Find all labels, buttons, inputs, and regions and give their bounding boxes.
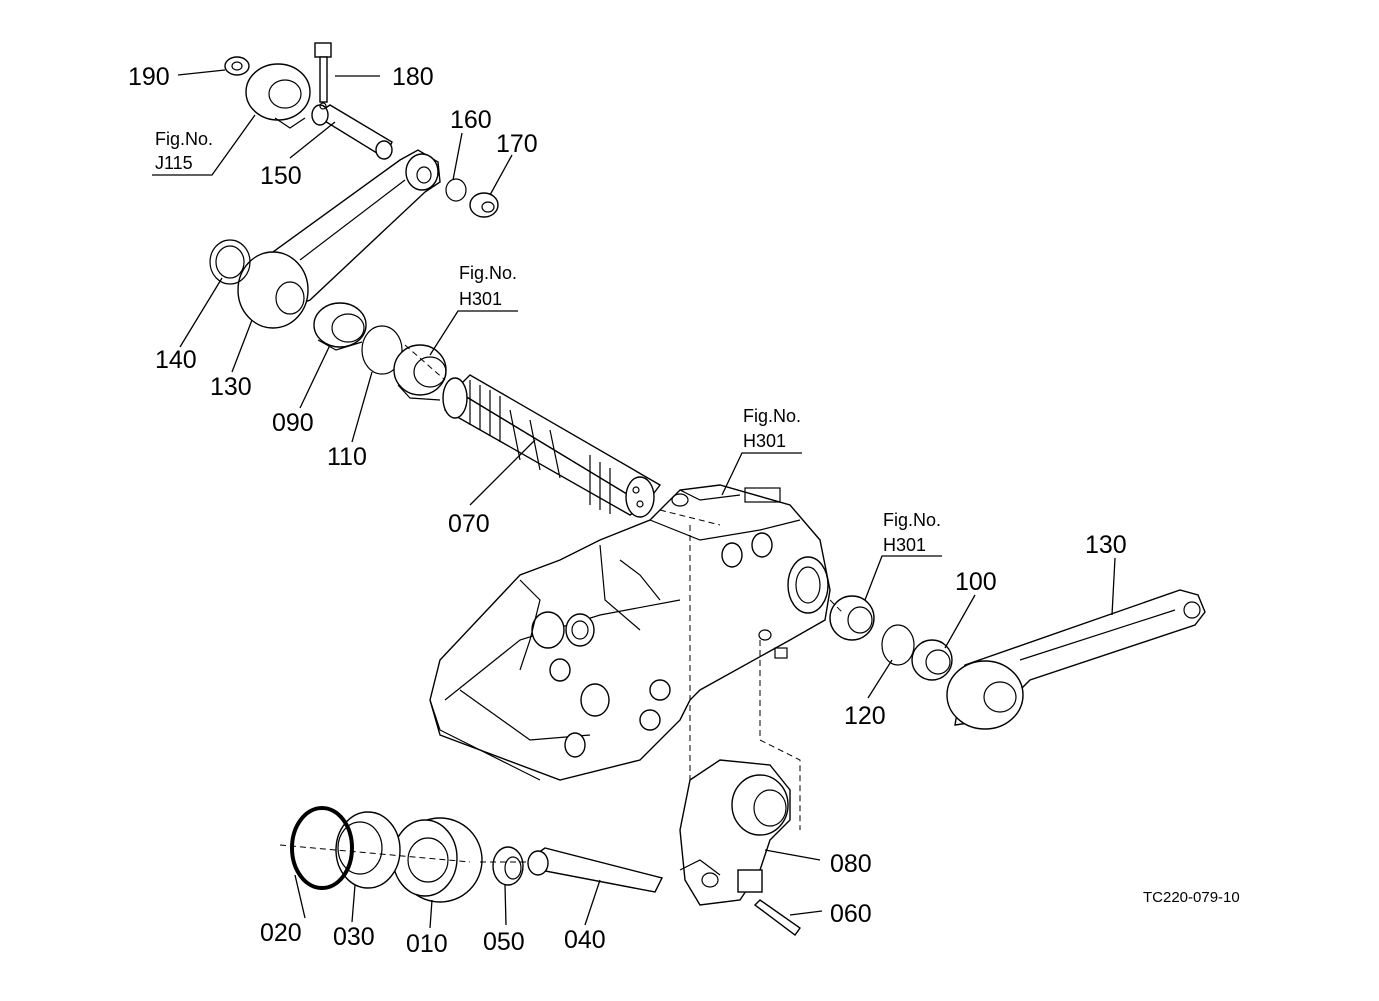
- callout-190: 190: [128, 63, 170, 91]
- figref-h301-right-code: H301: [883, 535, 926, 555]
- lift-arm-130-left: [237, 149, 441, 329]
- callout-030: 030: [333, 923, 375, 951]
- callout-100: 100: [955, 568, 997, 596]
- lift-shaft-070: [442, 374, 662, 518]
- callout-010: 010: [406, 930, 448, 958]
- centerline-piston: [279, 844, 530, 863]
- callout-070: 070: [448, 510, 490, 538]
- centerline-right: [829, 599, 843, 613]
- lift-arm-130-right: [946, 589, 1206, 730]
- callout-120: 120: [844, 702, 886, 730]
- lift-arm-080: [679, 759, 791, 906]
- pin-150: [311, 104, 393, 160]
- bushing-h301-right: [829, 595, 875, 641]
- callout-090: 090: [272, 409, 314, 437]
- figref-j115-code: J115: [155, 153, 193, 173]
- bushing-h301-left: [393, 344, 447, 401]
- washer-190: [224, 56, 250, 76]
- figref-h301-shaft-code: H301: [459, 289, 502, 309]
- callout-020: 020: [260, 919, 302, 947]
- figref-h301-shaft-title: Fig.No.: [459, 263, 517, 283]
- seal-050: [492, 846, 524, 886]
- figref-h301-housing-title: Fig.No.: [743, 406, 801, 426]
- bearing-j115: [245, 63, 311, 129]
- o-ring-020: [290, 806, 354, 890]
- lock-washer-160: [445, 178, 467, 202]
- drawing-code: TC220-079-10: [1143, 889, 1240, 906]
- o-ring-120: [881, 624, 915, 666]
- callout-180: 180: [392, 63, 434, 91]
- piston-010: [392, 817, 483, 903]
- callout-labels: 190 180 160 170 150 140 130 090 110 070 …: [128, 63, 1127, 958]
- callout-110: 110: [327, 443, 367, 471]
- callout-040: 040: [564, 926, 606, 954]
- callout-080: 080: [830, 850, 872, 878]
- pin-060: [753, 899, 801, 936]
- leader-lines: [152, 69, 1116, 929]
- hydraulic-housing: [429, 484, 831, 781]
- snap-ring-140: [209, 239, 251, 285]
- callout-130-left: 130: [210, 373, 252, 401]
- callout-160: 160: [450, 106, 492, 134]
- o-ring-110: [361, 325, 403, 375]
- callout-050: 050: [483, 928, 525, 956]
- centerline-arm: [689, 525, 801, 830]
- figref-j115-title: Fig.No.: [155, 129, 213, 149]
- callout-170: 170: [496, 130, 538, 158]
- collar-100: [911, 639, 953, 681]
- rod-040: [527, 847, 664, 893]
- centerline-shaft: [404, 344, 721, 526]
- collar-090: [313, 302, 367, 351]
- fitting-180: [314, 42, 332, 110]
- figref-h301-housing-code: H301: [743, 431, 786, 451]
- figref-h301-right-title: Fig.No.: [883, 510, 941, 530]
- callout-060: 060: [830, 900, 872, 928]
- nut-170: [469, 192, 499, 218]
- backup-ring-030: [335, 811, 401, 889]
- figure-references: Fig.No. J115 Fig.No. H301 Fig.No. H301 F…: [155, 129, 941, 555]
- callout-150: 150: [260, 162, 302, 190]
- callout-130-right: 130: [1085, 531, 1127, 559]
- callout-140: 140: [155, 346, 197, 374]
